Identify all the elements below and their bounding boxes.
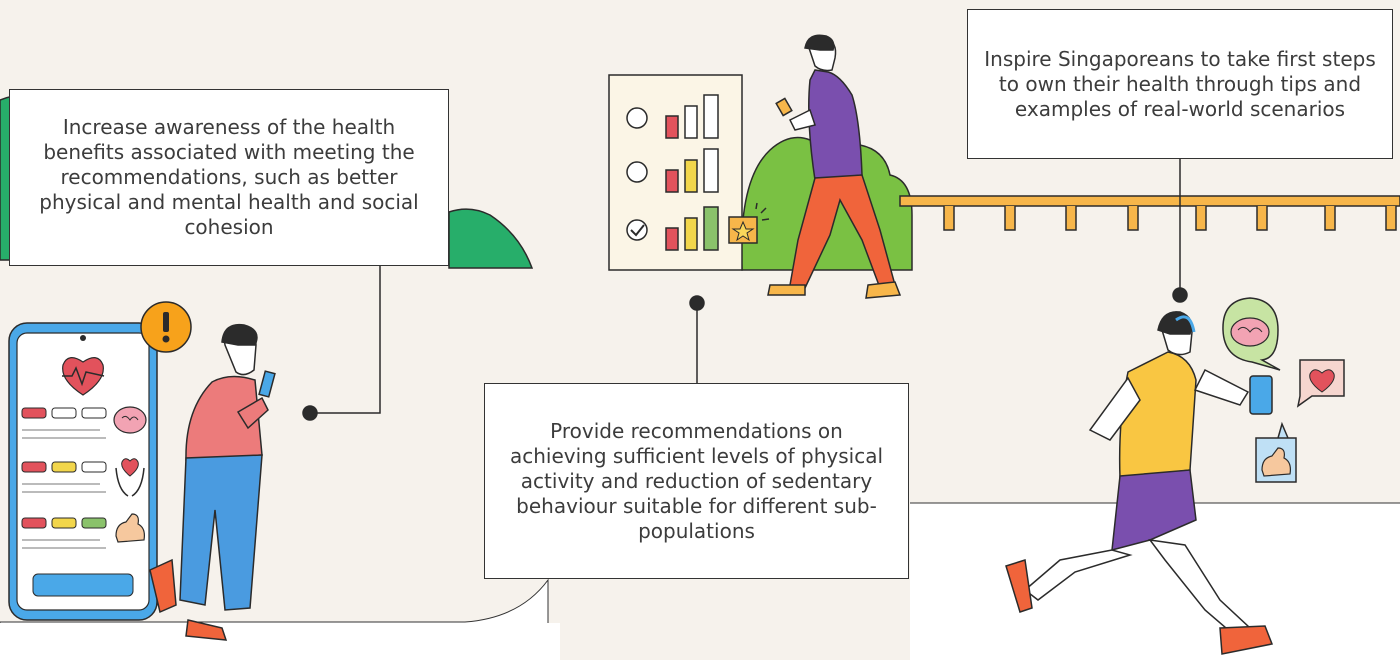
floor-right [910,503,1400,660]
running-man [1005,311,1274,655]
heart-bubble [1296,359,1345,408]
recommendations-text: Provide recommendations on achieving suf… [509,418,884,543]
fence [899,195,1400,231]
floor-cover-left [0,623,560,660]
heart-in-hands-icon [115,458,145,497]
star-badge-icon [728,202,770,244]
brain-icon [1230,317,1270,347]
check-icon [626,219,648,241]
standing-man [149,323,276,641]
awareness-text: Increase awareness of the health benefit… [39,115,419,239]
flexed-arm-icon [1261,447,1291,477]
checklist-board [608,74,770,271]
arm-bubble [1255,421,1297,483]
flexed-arm-icon [115,513,145,543]
brain-icon [113,406,147,434]
smartphone-icon [1249,375,1273,415]
walking-man [767,34,902,299]
green-hill-right [448,208,534,269]
headphones-icon [1175,315,1196,333]
awareness-callout: Increase awareness of the health benefit… [9,89,449,266]
health-app-phone [8,322,158,621]
heart-pulse-icon [62,357,105,396]
inspire-text: Inspire Singaporeans to take first steps… [984,46,1376,121]
recommendations-callout: Provide recommendations on achieving suf… [484,383,909,579]
connectors [302,159,1188,421]
alert-icon [140,301,192,353]
inspire-callout: Inspire Singaporeans to take first steps… [967,9,1393,159]
brain-bubble [1222,297,1281,371]
